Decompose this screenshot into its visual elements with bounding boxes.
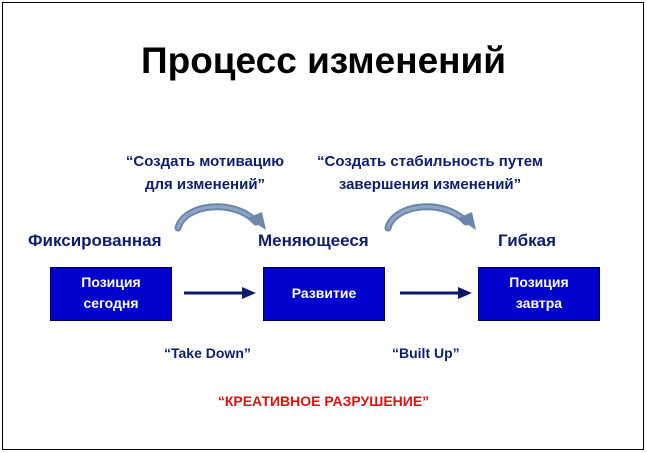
arrow-built-up-head: [458, 287, 472, 299]
step-label-take-down: “Take Down”: [164, 345, 251, 361]
box-position-today: Позиция сегодня: [50, 267, 172, 321]
curved-arrow-right: [384, 203, 476, 232]
box-position-tomorrow-line1: Позиция: [509, 274, 569, 290]
curved-arrow-left-path: [174, 203, 260, 232]
state-label-fixed: Фиксированная: [28, 231, 162, 250]
quote-motivation: “Создать мотивацию для изменений”: [100, 150, 310, 196]
box-position-today-line2: сегодня: [83, 295, 139, 311]
quote-stability: “Создать стабильность путем завершения и…: [300, 150, 560, 196]
arrow-built-up: [400, 287, 472, 299]
curved-arrow-right-inner: [386, 205, 468, 230]
quote-motivation-line2: для изменений”: [144, 176, 266, 193]
box-development: Развитие: [263, 267, 385, 321]
state-label-changing: Меняющееся: [258, 231, 369, 250]
curved-arrow-left-inner: [176, 205, 258, 230]
step-label-built-up: “Built Up”: [392, 345, 460, 361]
box-position-tomorrow: Позиция завтра: [478, 267, 600, 321]
box-position-today-line1: Позиция: [81, 274, 141, 290]
footer-creative-destruction: “КРЕАТИВНОЕ РАЗРУШЕНИЕ”: [217, 393, 430, 409]
state-label-flexible: Гибкая: [498, 231, 557, 250]
curved-arrow-right-path: [384, 203, 470, 232]
arrow-take-down-head: [242, 287, 256, 299]
box-position-tomorrow-line2: завтра: [515, 295, 563, 311]
curved-arrow-left-head: [248, 212, 266, 230]
quote-stability-line2: завершения изменений”: [338, 176, 522, 193]
curved-arrow-left: [174, 203, 266, 232]
quote-motivation-line1: “Создать мотивацию: [125, 153, 285, 170]
quote-stability-line1: “Создать стабильность путем: [317, 153, 543, 170]
arrow-take-down: [184, 287, 256, 299]
slide-title: Процесс изменений: [141, 40, 506, 81]
curved-arrow-right-head: [458, 212, 476, 230]
box-development-line1: Развитие: [291, 285, 357, 301]
